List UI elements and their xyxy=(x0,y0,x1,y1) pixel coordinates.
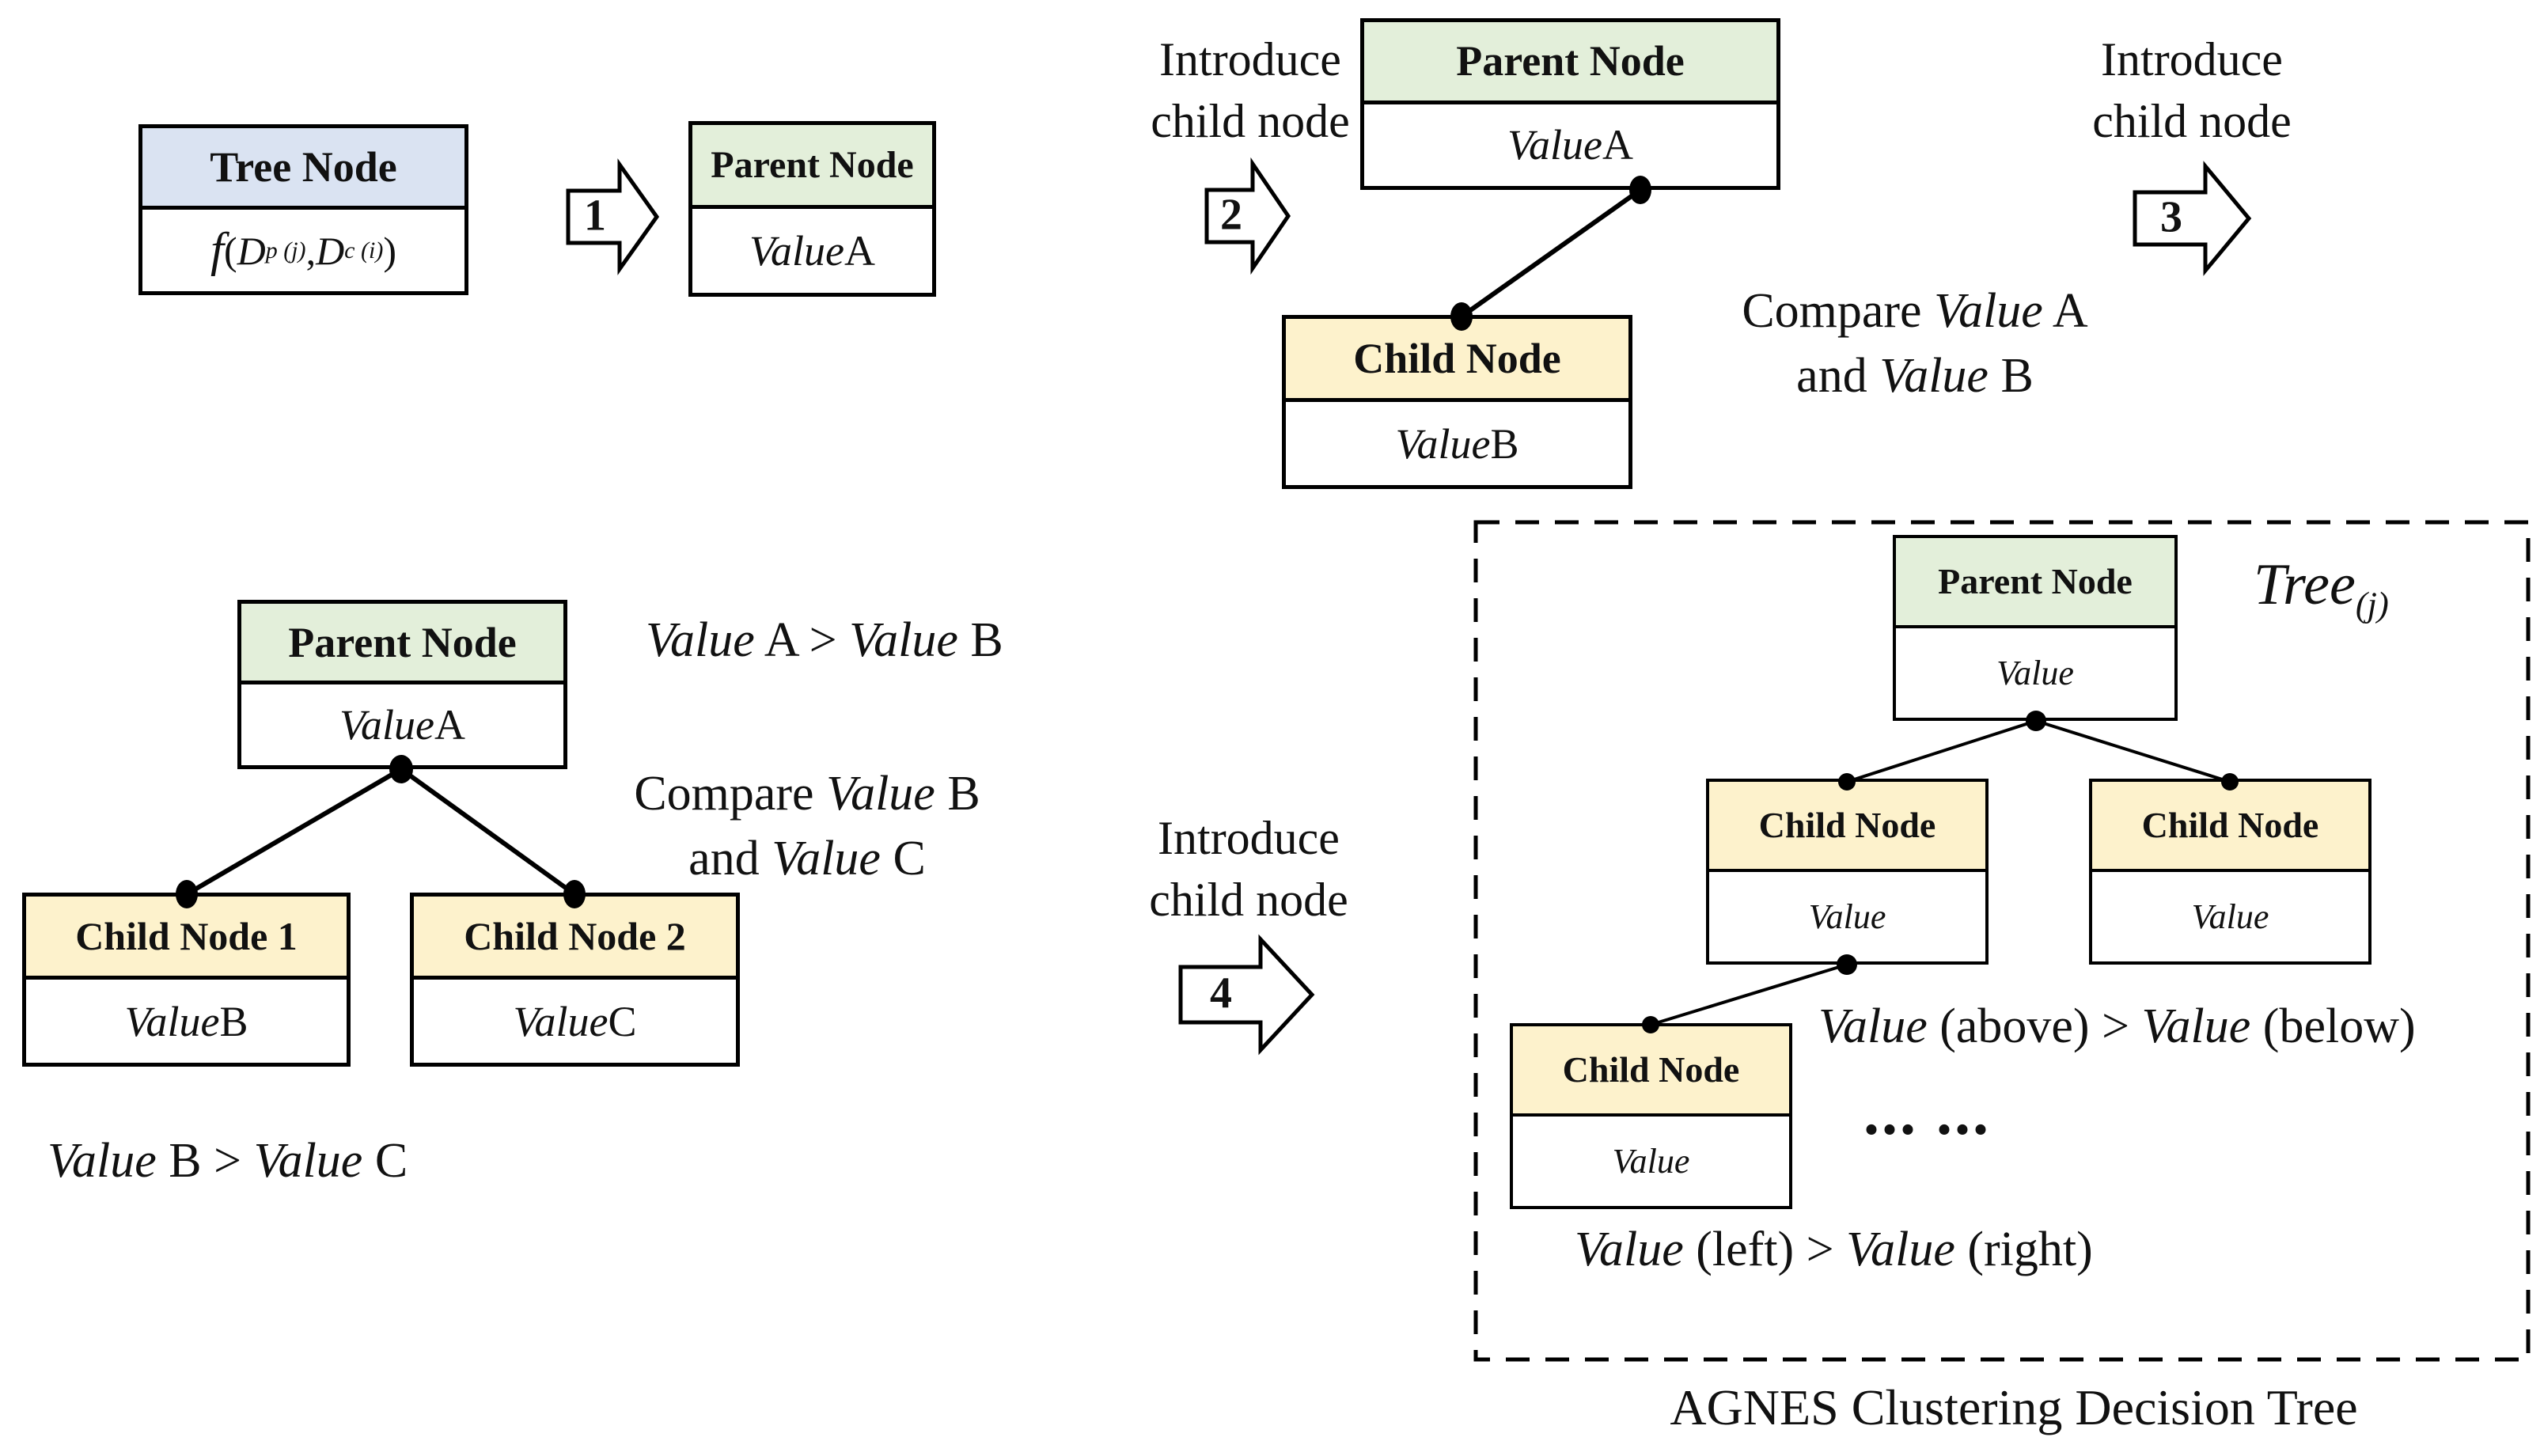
tree-j-label: Tree(j) xyxy=(2254,552,2389,624)
step3-parent-node-box: Parent Node Value A xyxy=(237,600,567,769)
step2-parent-node-value: Value A xyxy=(1507,121,1633,169)
step3-parent-node-header: Parent Node xyxy=(241,604,563,684)
connector-line xyxy=(185,767,403,897)
step1-parent-node-box: Parent Node Value A xyxy=(688,121,936,297)
child-node-1-header: Child Node 1 xyxy=(26,897,347,980)
ellipsis-label: ... ... xyxy=(1863,1079,1991,1148)
compare-a-b-label: Compare Value A and Value B xyxy=(1646,279,2184,408)
agnes-child-node-bottom-header: Child Node xyxy=(1513,1026,1789,1117)
step2-child-node-value: Value B xyxy=(1395,419,1519,468)
agnes-child-node-right-value: Value xyxy=(2191,897,2269,936)
step-3-number: 3 xyxy=(2160,192,2182,242)
introduce-label-step4: Introduce child node xyxy=(1106,807,1391,931)
step1-parent-node-value: Value A xyxy=(749,227,875,275)
compare-b-c-line1: Compare Value B xyxy=(634,767,980,821)
agnes-child-node-left-header: Child Node xyxy=(1709,782,1985,872)
tree-node-title: Tree Node xyxy=(210,143,397,191)
agnes-child-node-right-box: Child Node Value xyxy=(2089,779,2371,965)
introduce-label-step2: Introduce child node xyxy=(1108,28,1393,152)
child-node-2-value: Value C xyxy=(513,997,637,1045)
compare-a-b-line2: and Value B xyxy=(1796,349,2034,403)
step-2-arrow-icon xyxy=(1204,157,1291,275)
introduce-label-step3: Introduce child node xyxy=(2049,28,2334,152)
step2-parent-node-title: Parent Node xyxy=(1456,37,1685,85)
introduce-label-step2-line1: Introduce xyxy=(1159,33,1341,85)
step-4-arrow-icon xyxy=(1178,934,1315,1056)
agnes-parent-node-title: Parent Node xyxy=(1938,561,2133,602)
connector-line xyxy=(1846,719,2037,783)
step-3-arrow-icon xyxy=(2133,161,2252,276)
agnes-child-node-right-title: Child Node xyxy=(2141,805,2319,846)
agnes-parent-node-value: Value xyxy=(1996,653,2074,692)
connector-line xyxy=(1650,963,1848,1026)
agnes-child-node-left-value: Value xyxy=(1808,897,1886,936)
agnes-child-node-right-header: Child Node xyxy=(2092,782,2368,872)
step3-parent-node-title: Parent Node xyxy=(288,618,517,666)
value-left-right-label: Value (left) > Value (right) xyxy=(1575,1223,2093,1276)
step-4-number: 4 xyxy=(1210,969,1232,1018)
compare-b-c-label: Compare Value B and Value C xyxy=(601,761,1013,891)
connector-line xyxy=(400,767,576,897)
agnes-child-node-bottom-box: Child Node Value xyxy=(1510,1023,1792,1209)
agnes-parent-node-header: Parent Node xyxy=(1896,538,2174,628)
agnes-caption: AGNES Clustering Decision Tree xyxy=(1670,1379,2358,1435)
step2-parent-node-header: Parent Node xyxy=(1364,22,1776,104)
introduce-label-step4-line2: child node xyxy=(1149,874,1348,926)
value-a-gt-b-label: Value A > Value B xyxy=(646,613,1003,667)
step-2-number: 2 xyxy=(1220,190,1242,240)
step1-parent-node-header: Parent Node xyxy=(692,125,932,209)
step1-parent-node-title: Parent Node xyxy=(711,144,914,186)
value-b-gt-c-label: Value B > Value C xyxy=(47,1134,408,1188)
step2-child-node-box: Child Node Value B xyxy=(1282,315,1632,489)
step2-child-node-header: Child Node xyxy=(1286,319,1628,402)
connector-line xyxy=(2035,719,2231,783)
agnes-child-node-bottom-value: Value xyxy=(1612,1141,1690,1181)
step2-child-node-title: Child Node xyxy=(1353,335,1561,382)
child-node-1-value: Value B xyxy=(124,997,248,1045)
child-node-1-box: Child Node 1 Value B xyxy=(22,893,351,1067)
agnes-child-node-bottom-title: Child Node xyxy=(1562,1049,1740,1090)
child-node-2-box: Child Node 2 Value C xyxy=(410,893,740,1067)
agnes-child-node-left-title: Child Node xyxy=(1758,805,1936,846)
child-node-2-header: Child Node 2 xyxy=(414,897,736,980)
tree-node-header: Tree Node xyxy=(142,128,464,210)
introduce-label-step3-line1: Introduce xyxy=(2101,33,2283,85)
value-above-below-label: Value (above) > Value (below) xyxy=(1818,999,2416,1053)
agnes-child-node-left-box: Child Node Value xyxy=(1706,779,1989,965)
compare-a-b-line1: Compare Value A xyxy=(1742,284,2088,338)
agnes-parent-node-box: Parent Node Value xyxy=(1893,535,2178,721)
introduce-label-step3-line2: child node xyxy=(2092,95,2292,147)
child-node-2-title: Child Node 2 xyxy=(464,914,686,958)
compare-b-c-line2: and Value C xyxy=(688,832,926,885)
step-1-number: 1 xyxy=(584,191,606,241)
introduce-label-step4-line1: Introduce xyxy=(1158,812,1340,864)
connector-line xyxy=(1460,188,1642,319)
step-1-arrow-icon xyxy=(566,158,660,275)
step2-parent-node-box: Parent Node Value A xyxy=(1360,18,1780,190)
child-node-1-title: Child Node 1 xyxy=(75,914,298,958)
introduce-label-step2-line2: child node xyxy=(1151,95,1350,147)
step3-parent-node-value: Value A xyxy=(339,701,465,749)
